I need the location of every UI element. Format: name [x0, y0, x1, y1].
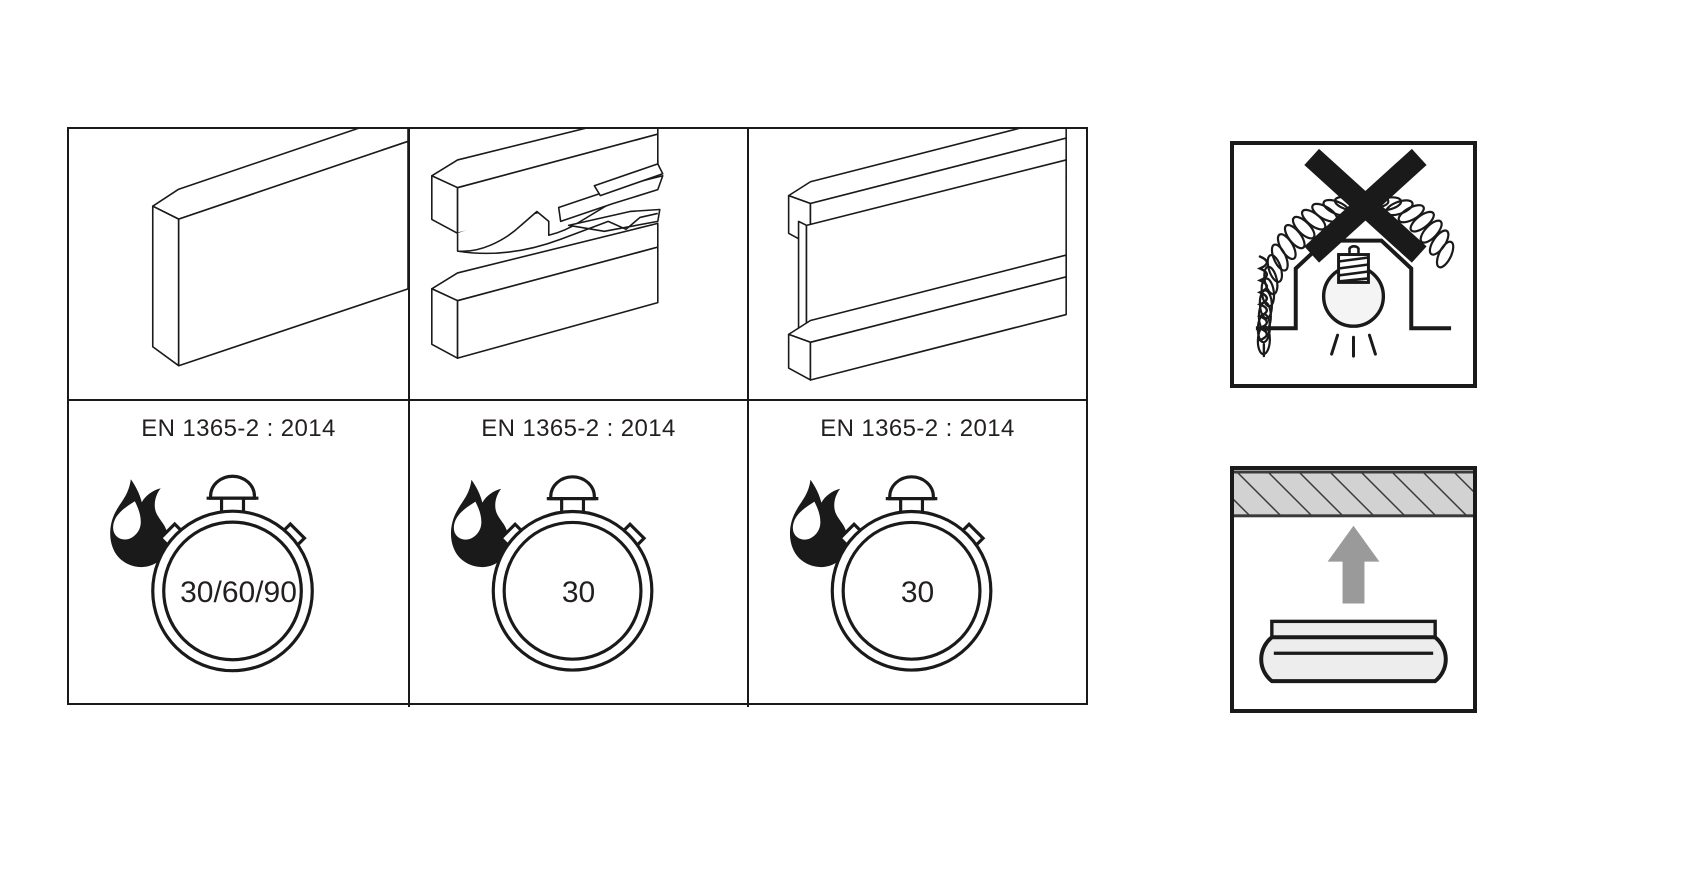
fire-rating-artwork-solid-beam: 30/60/90	[69, 443, 408, 693]
flame-icon	[110, 479, 169, 568]
standard-label-broken-beam: EN 1365-2 : 2014	[481, 415, 676, 442]
i-joist-web-beam-isometric	[787, 129, 1067, 381]
panel-broken-beam-rating: EN 1365-2 : 2014 30	[408, 399, 747, 707]
standard-label-i-joist: EN 1365-2 : 2014	[820, 415, 1015, 442]
stopwatch-icon	[151, 474, 314, 673]
flame-icon	[789, 479, 848, 568]
hatched-ceiling-icon	[1234, 470, 1473, 518]
up-arrow-icon	[1327, 525, 1380, 604]
luminaire-profile-icon	[1259, 619, 1448, 684]
fire-rating-artwork-broken-beam: 30	[410, 443, 747, 693]
panel-i-joist-rating: EN 1365-2 : 2014 30	[747, 399, 1086, 707]
stopwatch-icon	[830, 475, 993, 672]
fire-rating-artwork-i-joist: 30	[749, 443, 1086, 693]
solid-rectangular-beam-isometric	[151, 129, 408, 367]
luminaire-housing-icon	[1255, 238, 1452, 331]
flame-icon	[450, 479, 509, 568]
light-rays-icon	[1330, 333, 1377, 358]
panel-i-joist-illustration	[747, 129, 1086, 399]
panel-solid-beam-illustration	[69, 129, 408, 399]
product-panel-grid: EN 1365-2 : 2014	[67, 127, 1088, 707]
light-bulb-icon	[1321, 245, 1386, 328]
pictogram-no-insulation-over-luminaire	[1230, 141, 1477, 388]
standard-label-solid-beam: EN 1365-2 : 2014	[141, 415, 336, 442]
stopwatch-icon	[491, 475, 654, 672]
panel-solid-beam-rating: EN 1365-2 : 2014	[69, 399, 408, 707]
split-beam-torn-fracture-isometric	[431, 129, 664, 359]
panel-broken-beam-illustration	[408, 129, 747, 399]
prohibition-cross-icon	[1304, 148, 1427, 263]
pictogram-surface-ceiling-mounting	[1230, 466, 1477, 713]
